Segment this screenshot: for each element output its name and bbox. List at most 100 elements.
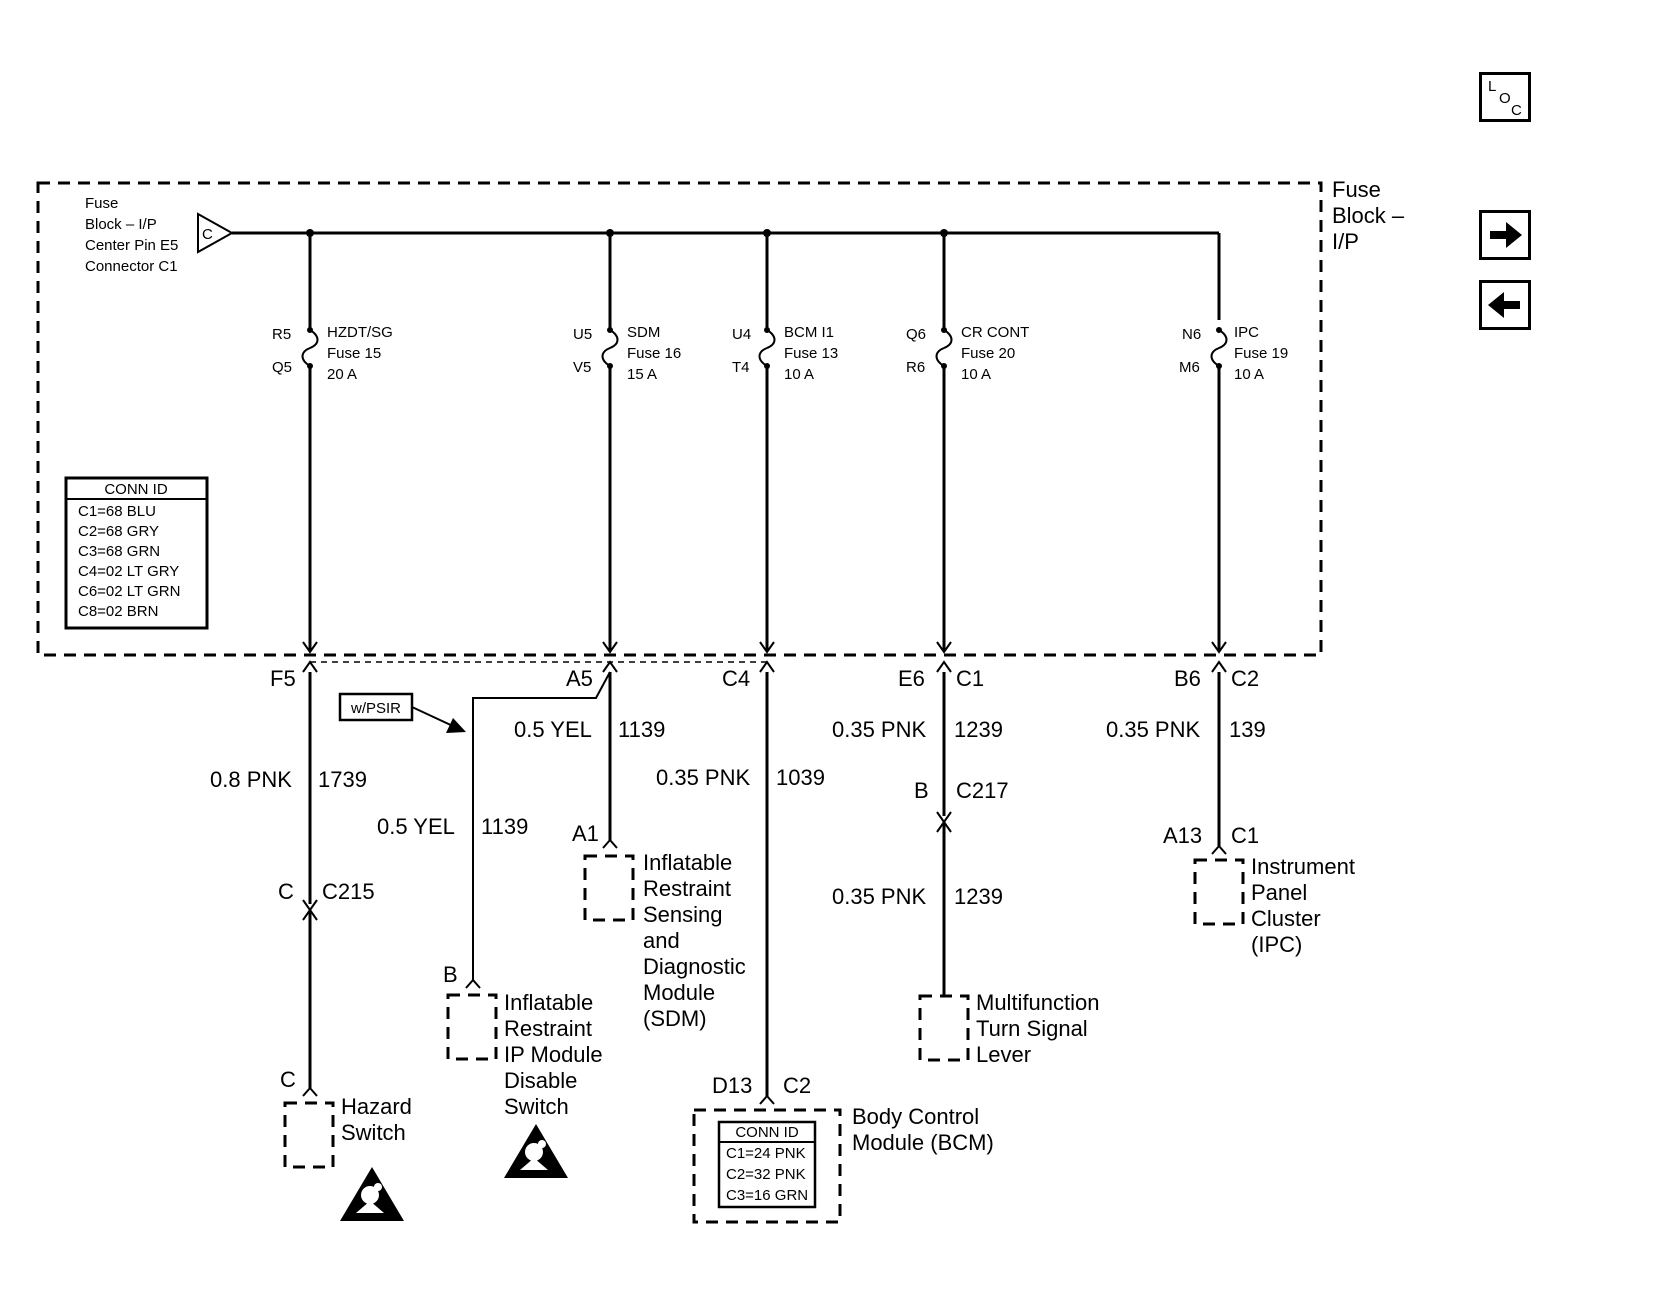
connector-arrow	[759, 641, 775, 654]
bcm-conn-id-table: CONN ID C1=24 PNK C2=32 PNK C3=16 GRN	[717, 1120, 817, 1209]
svg-text:C: C	[1511, 102, 1522, 119]
conn-id-row: C2=32 PNK	[726, 1166, 806, 1183]
disable-switch-box	[446, 993, 498, 1061]
ipc-box	[1193, 858, 1245, 926]
source-label-1: Fuse	[85, 195, 118, 212]
wire-number: 1239	[954, 717, 1003, 742]
connector-name: C215	[322, 879, 375, 904]
source-connector-triangle	[197, 212, 235, 254]
fuse-block-title-2: Block –	[1332, 203, 1405, 228]
wire-size: 0.5 YEL	[514, 717, 592, 742]
conn-id-row: C3=68 GRN	[78, 543, 160, 560]
source-label-3: Center Pin E5	[85, 237, 178, 254]
fuse-number: Fuse 19	[1234, 345, 1288, 362]
connector-female	[1211, 660, 1227, 673]
wire-number: 1139	[618, 717, 665, 742]
bcm-label: Body Control	[852, 1104, 979, 1129]
fuse-name: SDM	[627, 324, 660, 341]
fuse-out-pin: T4	[732, 359, 750, 376]
conn-id-row: C4=02 LT GRY	[78, 563, 179, 580]
airbag-warning-icon	[340, 1167, 404, 1221]
airbag-warning-icon	[504, 1124, 568, 1178]
fuse-in-pin: N6	[1182, 326, 1201, 343]
hazard-label-1: Hazard	[341, 1094, 412, 1119]
disable-switch-label: Inflatable	[504, 990, 593, 1015]
terminal-b6: B6	[1174, 666, 1201, 691]
fuse-rating: 10 A	[784, 366, 814, 383]
bcm-label: Module (BCM)	[852, 1130, 994, 1155]
connector-name: C1	[1231, 823, 1259, 848]
connector-arrow	[602, 641, 618, 654]
arrow-left-icon	[1488, 292, 1520, 318]
option-label: w/PSIR	[350, 700, 401, 717]
conn-id-title: CONN ID	[735, 1124, 799, 1141]
fuse-number: Fuse 20	[961, 345, 1015, 362]
disable-switch-label: Restraint	[504, 1016, 592, 1041]
next-page-button[interactable]	[1479, 210, 1531, 260]
multifunction-lever-box	[918, 994, 970, 1062]
conn-id-row: C3=16 GRN	[726, 1187, 808, 1204]
connector-name: C2	[783, 1073, 811, 1098]
conn-id-row: C1=24 PNK	[726, 1145, 806, 1162]
terminal-c1: C1	[956, 666, 984, 691]
fuse-in-pin: U4	[732, 326, 751, 343]
fuse-name: CR CONT	[961, 324, 1029, 341]
sdm-label: Module	[643, 980, 715, 1005]
conn-id-row: C1=68 BLU	[78, 503, 156, 520]
option-pointer	[411, 706, 456, 728]
fuse-out-pin: Q5	[272, 359, 292, 376]
sdm-label: Restraint	[643, 876, 731, 901]
source-connector-letter: C	[202, 226, 213, 243]
multifunction-label: Lever	[976, 1042, 1031, 1067]
connector-pin: B	[443, 962, 458, 987]
fuse-19-icon	[1210, 326, 1228, 370]
fuse-15-icon	[301, 326, 319, 370]
svg-text:L: L	[1488, 78, 1496, 95]
fuse-number: Fuse 13	[784, 345, 838, 362]
fuse-out-pin: R6	[906, 359, 925, 376]
sdm-label: (SDM)	[643, 1006, 707, 1031]
svg-text:O: O	[1499, 90, 1511, 107]
connector-female	[602, 660, 618, 673]
conn-id-row: C6=02 LT GRN	[78, 583, 180, 600]
previous-page-button[interactable]	[1479, 280, 1531, 330]
connector-female	[936, 660, 952, 673]
connector-pin: B	[914, 778, 929, 803]
fuse-number: Fuse 16	[627, 345, 681, 362]
connector-pin: C	[278, 879, 294, 904]
disable-switch-label: IP Module	[504, 1042, 603, 1067]
ipc-label: (IPC)	[1251, 932, 1302, 957]
sdm-box	[583, 854, 635, 922]
arrowhead	[446, 718, 466, 733]
fuse-13-icon	[758, 326, 776, 370]
ipc-label: Panel	[1251, 880, 1307, 905]
fuse-20-icon	[935, 326, 953, 370]
loc-button[interactable]: L O C	[1479, 72, 1531, 122]
wire-size: 0.35 PNK	[832, 717, 926, 742]
connector-arrow	[936, 641, 952, 654]
connector-pin: A13	[1163, 823, 1202, 848]
terminal-a5: A5	[566, 666, 593, 691]
hazard-switch-box	[283, 1101, 335, 1169]
arrow-right-icon	[1490, 222, 1522, 248]
conn-id-row: C2=68 GRY	[78, 523, 159, 540]
conn-id-title: CONN ID	[104, 481, 168, 498]
fuse-name: HZDT/SG	[327, 324, 393, 341]
wire-size: 0.35 PNK	[1106, 717, 1200, 742]
fuse-in-pin: U5	[573, 326, 592, 343]
wire-number: 139	[1229, 717, 1266, 742]
wire-number: 1139	[481, 814, 528, 839]
fuse-number: Fuse 15	[327, 345, 381, 362]
wire-size: 0.35 PNK	[656, 765, 750, 790]
disable-switch-label: Disable	[504, 1068, 577, 1093]
fuse-name: IPC	[1234, 324, 1259, 341]
connector-pin: A1	[572, 821, 599, 846]
connector-name: C217	[956, 778, 1009, 803]
connector-arrow	[1211, 641, 1227, 654]
wire-number: 1039	[776, 765, 825, 790]
option-box	[338, 692, 414, 722]
sdm-label: and	[643, 928, 680, 953]
fuse-block-title-1: Fuse	[1332, 177, 1381, 202]
multifunction-label: Turn Signal	[976, 1016, 1088, 1041]
disable-switch-label: Switch	[504, 1094, 569, 1119]
